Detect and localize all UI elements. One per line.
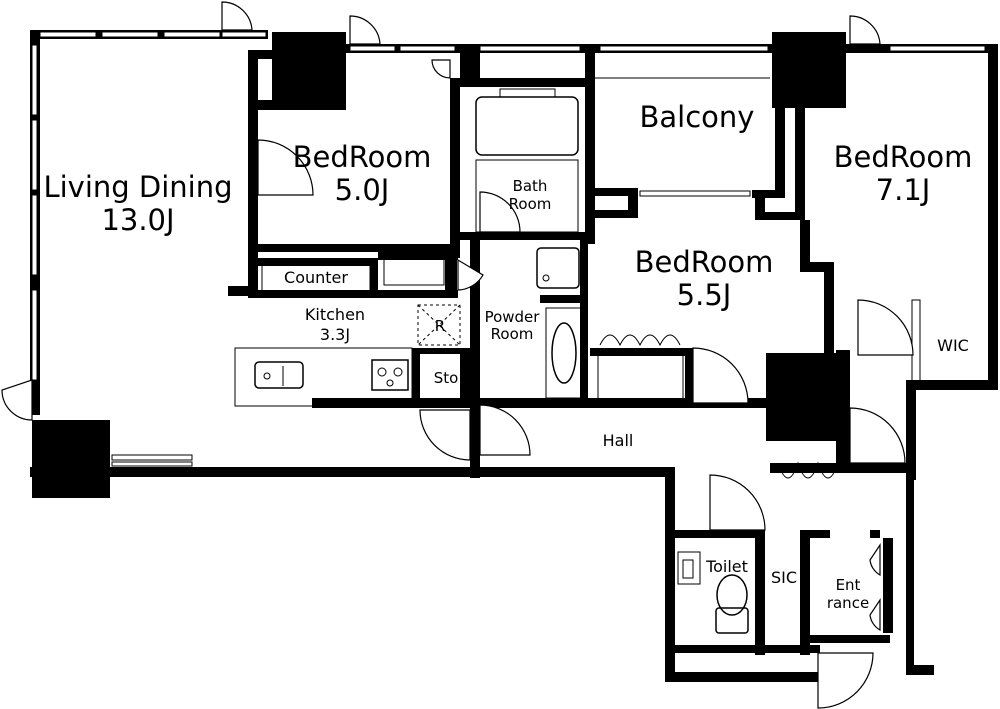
bedroom-a-size: 5.0J bbox=[335, 173, 390, 207]
powder-line2: Room bbox=[491, 325, 534, 343]
kitchen-size: 3.3J bbox=[320, 325, 350, 344]
kitchen-name: Kitchen bbox=[305, 305, 365, 324]
bath-line1: Bath bbox=[513, 177, 548, 195]
room-labels: Living Dining 13.0J BedRoom 5.0J Balcony… bbox=[43, 100, 972, 612]
sic-name: SIC bbox=[771, 568, 797, 587]
bath-line2: Room bbox=[509, 195, 552, 213]
counter-name: Counter bbox=[284, 268, 348, 287]
entrance-line2: rance bbox=[827, 594, 869, 612]
entrance-line1: Ent bbox=[836, 576, 861, 594]
storage-name: Sto bbox=[434, 369, 459, 387]
balcony-name: Balcony bbox=[640, 100, 755, 134]
bedroom-c-name: BedRoom bbox=[834, 140, 973, 174]
bedroom-c-size: 7.1J bbox=[876, 173, 931, 207]
powder-line1: Powder bbox=[485, 308, 541, 326]
fixtures bbox=[234, 77, 921, 634]
fridge-name: R bbox=[435, 317, 445, 335]
living-dining-name: Living Dining bbox=[43, 170, 232, 204]
windows bbox=[31, 31, 986, 467]
hall-name: Hall bbox=[603, 431, 634, 450]
bedroom-a-name: BedRoom bbox=[293, 140, 432, 174]
living-dining-size: 13.0J bbox=[101, 203, 174, 237]
bedroom-b-size: 5.5J bbox=[677, 278, 732, 312]
interior-walls bbox=[228, 44, 910, 655]
wic-name: WIC bbox=[937, 336, 969, 355]
doors bbox=[1, 1, 914, 709]
columns bbox=[32, 32, 848, 498]
toilet-name: Toilet bbox=[705, 557, 748, 576]
bedroom-b-name: BedRoom bbox=[635, 245, 774, 279]
